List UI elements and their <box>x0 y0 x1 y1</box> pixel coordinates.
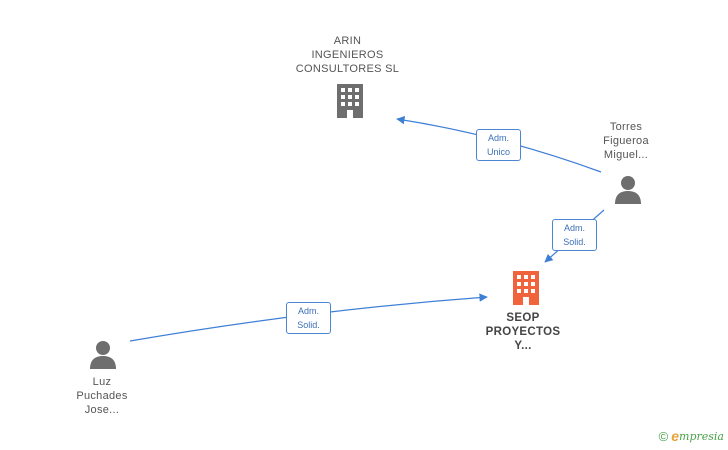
node-arin-line-1: ARIN <box>333 35 362 47</box>
node-torres-line-2: Figueroa <box>603 135 649 147</box>
edge-label-line-2: Solid. <box>563 237 586 247</box>
brand-name: mpresia <box>679 429 724 443</box>
node-luz-line-1: Luz <box>92 376 112 388</box>
node-seop-line-1: SEOP <box>506 312 540 324</box>
person-icon[interactable] <box>613 174 643 204</box>
edge-label-torres-seop[interactable]: Adm. Solid. <box>552 219 597 251</box>
brand-e: e <box>671 428 680 444</box>
node-torres-line-3: Miguel... <box>603 149 649 161</box>
node-seop-line-3: Y... <box>514 340 532 352</box>
edge-label-line-2: Solid. <box>297 320 320 330</box>
node-seop-label[interactable]: SEOP PROYECTOS Y... <box>473 311 573 353</box>
edge-label-line-1: Adm. <box>487 133 509 143</box>
edge-label-line-1: Adm. <box>297 306 319 316</box>
node-luz-line-2: Puchades <box>76 390 128 402</box>
node-torres-label[interactable]: Torres Figueroa Miguel... <box>587 120 665 162</box>
edge-label-line-2: Unico <box>486 147 510 157</box>
node-arin-line-2: INGENIEROS <box>311 49 384 61</box>
building-icon[interactable] <box>510 271 542 305</box>
edge-label-line-1: Adm. <box>563 223 585 233</box>
node-arin-line-3: CONSULTORES SL <box>295 63 400 75</box>
node-torres-line-1: Torres <box>609 121 643 133</box>
node-luz-line-3: Jose... <box>84 404 120 416</box>
node-seop-line-2: PROYECTOS <box>485 326 561 338</box>
edge-label-torres-arin[interactable]: Adm. Unico <box>476 129 521 161</box>
copyright-icon: © <box>658 428 669 444</box>
edge-label-luz-seop[interactable]: Adm. Solid. <box>286 302 331 334</box>
node-luz-label[interactable]: Luz Puchades Jose... <box>62 375 142 417</box>
person-icon[interactable] <box>88 339 118 369</box>
building-icon[interactable] <box>334 84 366 118</box>
node-arin-label[interactable]: ARIN INGENIEROS CONSULTORES SL <box>290 34 405 76</box>
